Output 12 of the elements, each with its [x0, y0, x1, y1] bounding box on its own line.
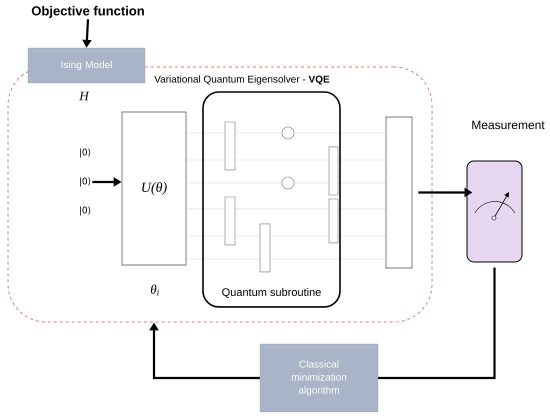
state-label: |0⟩: [80, 177, 90, 186]
state-label: |0⟩: [80, 148, 90, 158]
node-label: Measurement: [472, 120, 545, 130]
unitary-box: U(θ) θ$_{i}$: [122, 112, 186, 296]
box: [386, 116, 412, 268]
state-label: |0⟩: [80, 206, 90, 216]
algorithm-box: Classical minimization algorithm: [260, 344, 378, 412]
measurement-box: Measurement: [466, 120, 545, 262]
node-label: θ$_{i}$: [150, 284, 159, 296]
subroutine-box: Quantum subroutine: [202, 91, 341, 308]
objective-label: Objective function: [32, 6, 144, 18]
node-label: H: [79, 92, 90, 100]
